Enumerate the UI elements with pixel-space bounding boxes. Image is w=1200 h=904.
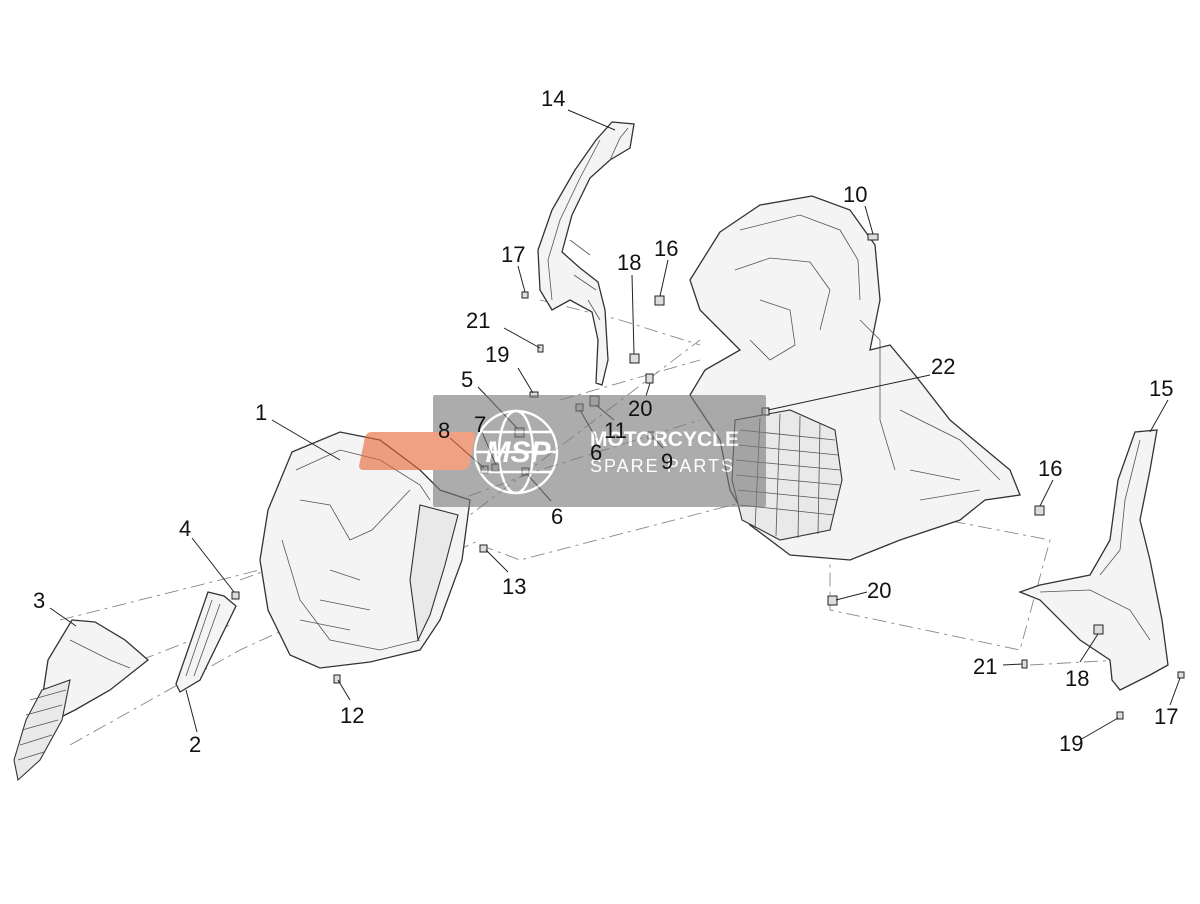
callout-19b: 19	[1059, 731, 1083, 756]
part-17b-screw	[1177, 671, 1185, 679]
callout-10: 10	[843, 182, 867, 207]
watermark-line2: SPARE PARTS	[590, 456, 735, 476]
part-12-screw	[333, 674, 341, 684]
callout-17b: 17	[1154, 704, 1178, 729]
watermark-badge: MSP	[485, 436, 551, 469]
callout-8: 8	[438, 418, 450, 443]
watermark: MSP MOTORCYCLE SPARE PARTS	[359, 395, 766, 507]
part-3-front-cover	[13, 619, 150, 782]
callout-19a: 19	[485, 342, 509, 367]
callout-6a: 6	[590, 440, 602, 465]
part-20a-clip	[645, 373, 654, 384]
callout-22: 22	[931, 354, 955, 379]
part-13-screw	[479, 544, 488, 553]
callout-21a: 21	[466, 308, 490, 333]
watermark-badge-bg	[359, 432, 476, 470]
callout-labels: 1 2 3 4 5 6 6 7 8 9 10 11 12 13 14 15 16…	[33, 86, 1178, 757]
callout-21b: 21	[973, 654, 997, 679]
watermark-line1: MOTORCYCLE	[590, 428, 739, 451]
part-15-side-panel	[1018, 429, 1169, 691]
part-19b-screw	[1116, 711, 1124, 720]
part-10-screw	[867, 233, 879, 241]
callout-20b: 20	[867, 578, 891, 603]
callout-1: 1	[255, 400, 267, 425]
part-21b-screw	[1021, 659, 1028, 669]
frame-inner-shield	[689, 195, 1021, 561]
callout-15: 15	[1149, 376, 1173, 401]
part-2-grille-insert	[175, 591, 237, 693]
part-17a-screw	[521, 291, 529, 299]
callout-2: 2	[189, 732, 201, 757]
part-16a-clip	[654, 295, 665, 306]
part-18a-clip	[629, 353, 640, 364]
callout-9: 9	[661, 449, 673, 474]
part-16b-clip	[1034, 505, 1045, 516]
part-1-front-shield	[259, 431, 471, 669]
callout-14: 14	[541, 86, 565, 111]
callout-4: 4	[179, 516, 191, 541]
callout-16a: 16	[654, 236, 678, 261]
callout-18a: 18	[617, 250, 641, 275]
callout-7: 7	[474, 412, 486, 437]
callout-13: 13	[502, 574, 526, 599]
callout-20a: 20	[628, 396, 652, 421]
callout-12: 12	[340, 703, 364, 728]
callout-6b: 6	[551, 504, 563, 529]
part-4-clip	[231, 591, 240, 600]
callout-11: 11	[604, 418, 627, 443]
globe-icon	[473, 409, 559, 495]
callout-3: 3	[33, 588, 45, 613]
part-20b-clip	[827, 595, 838, 606]
callout-16b: 16	[1038, 456, 1062, 481]
part-14-side-trim	[537, 121, 635, 386]
callout-17a: 17	[501, 242, 525, 267]
watermark-background	[433, 395, 766, 507]
part-18b-clip	[1093, 624, 1104, 635]
callout-18b: 18	[1065, 666, 1089, 691]
assembly-lines	[39, 299, 1121, 746]
callout-5: 5	[461, 367, 473, 392]
part-21a-screw	[537, 344, 544, 353]
